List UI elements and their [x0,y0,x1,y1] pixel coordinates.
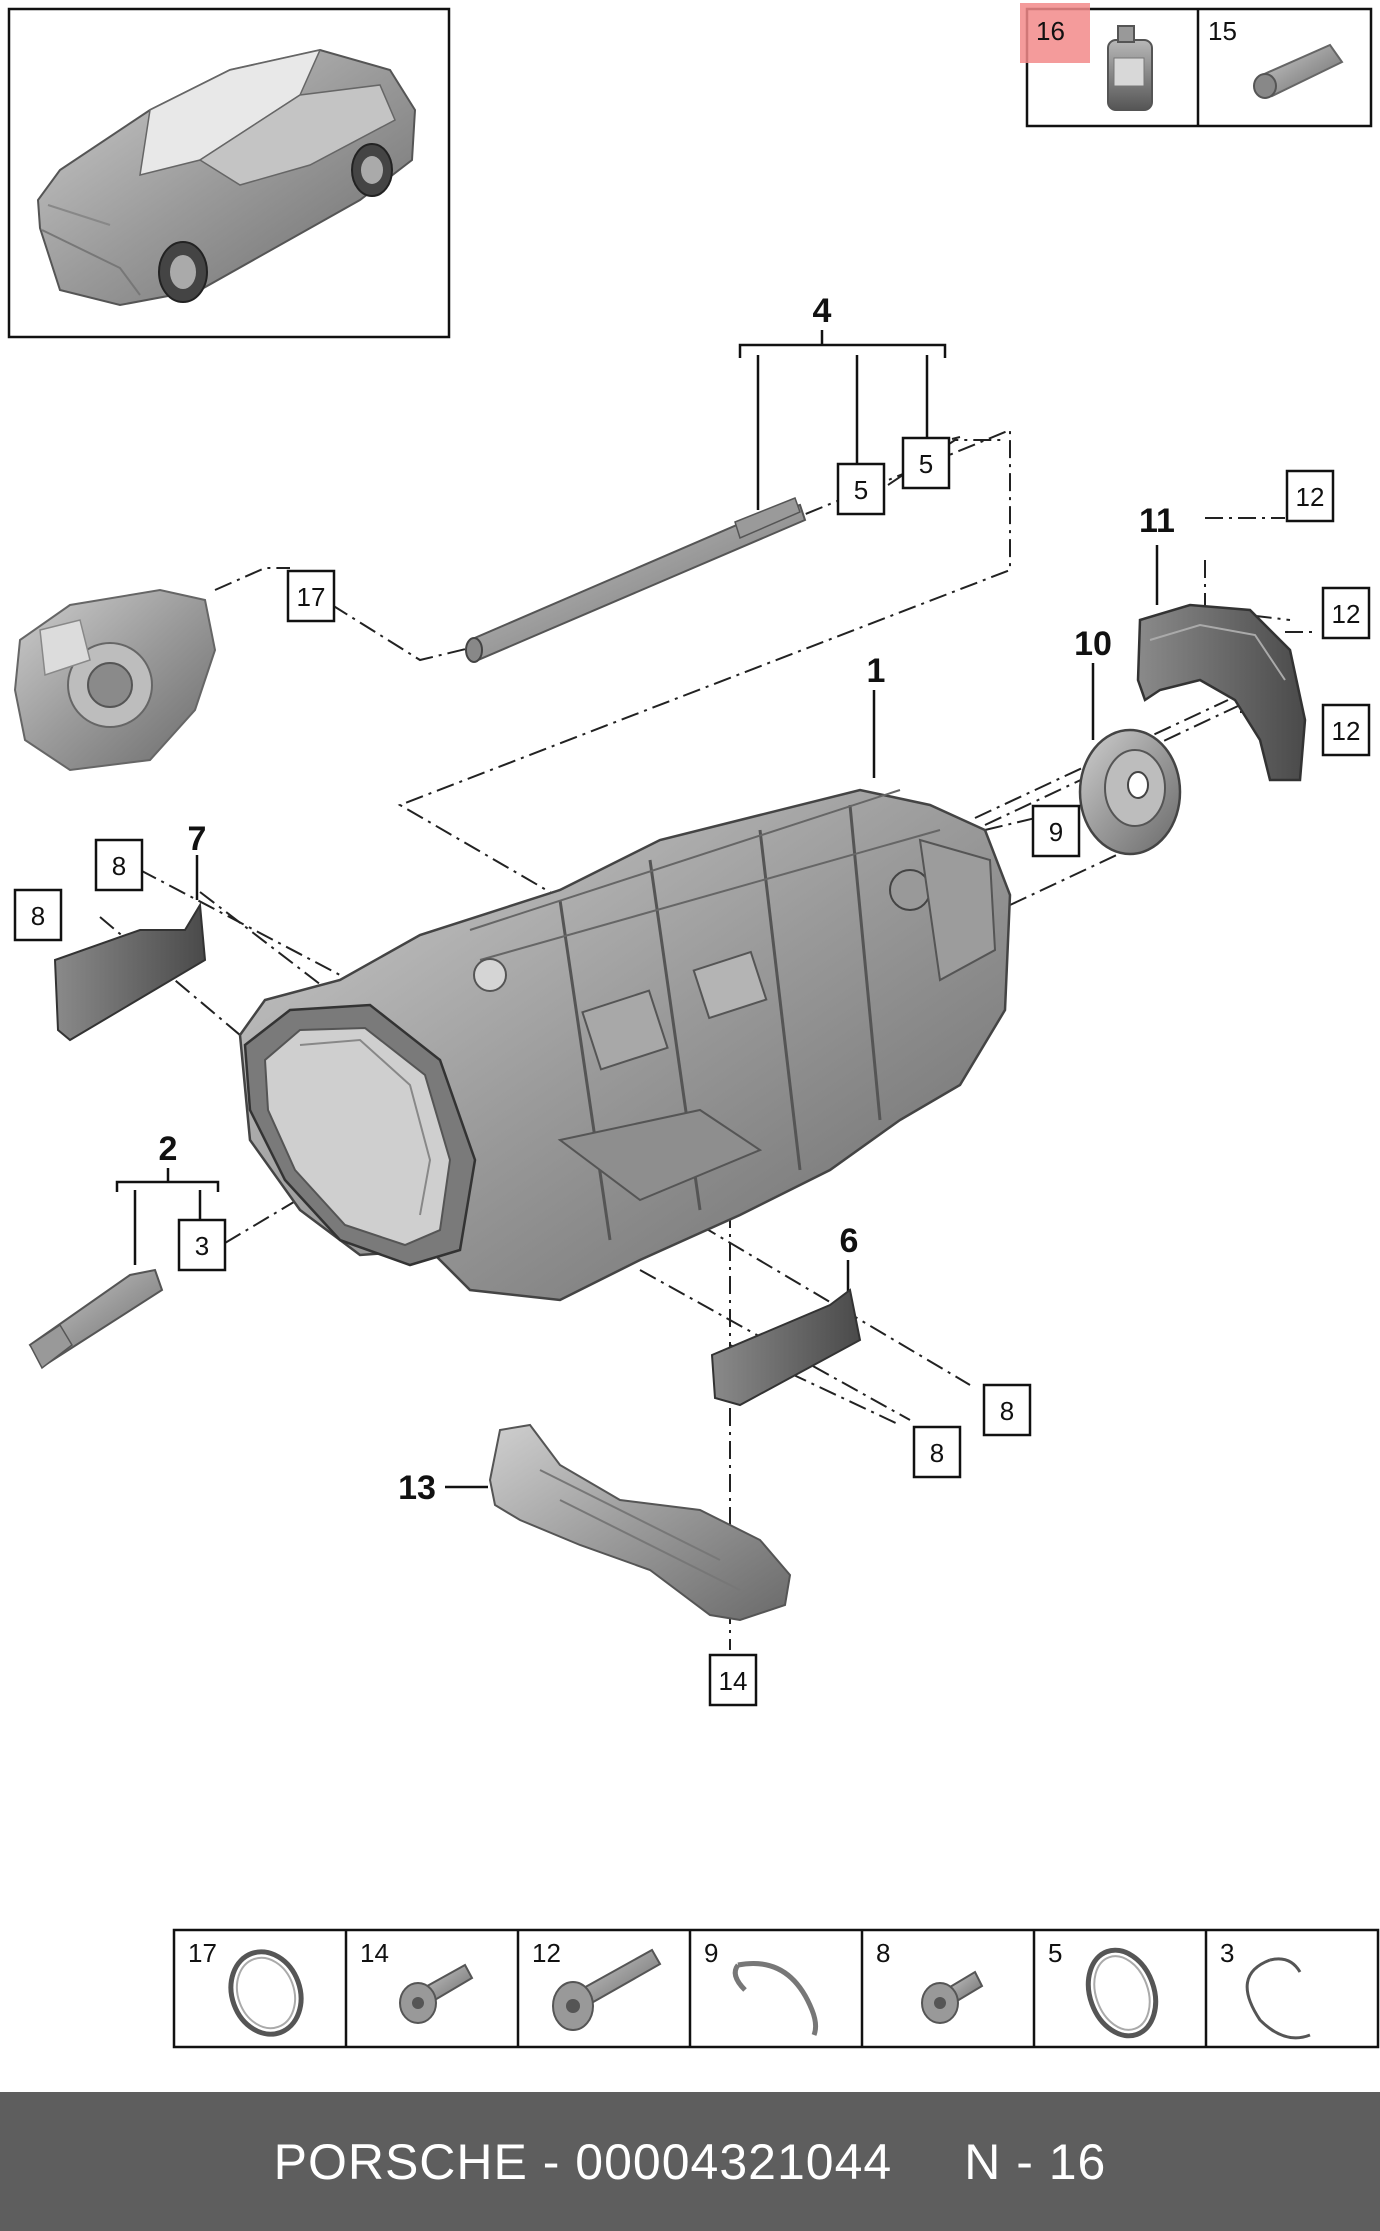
short-bolt-icon [921,1970,984,2024]
callout-boxes [13,436,1371,1707]
callout-14: 14 [719,1666,748,1696]
o-ring-icon [228,1949,304,2037]
callout-2: 2 [159,1130,178,1168]
legend-3-number: 3 [1220,1938,1234,1968]
footer-brand-part-number: PORSCHE - 00004321044 [273,2133,893,2190]
transfer-case-unit [13,588,217,772]
legend-5-number: 5 [1048,1938,1062,1968]
callout-11: 11 [1139,502,1175,540]
parts-legend: 17 14 12 9 8 5 3 [172,1928,1380,2049]
cover-plate-7 [53,901,207,1042]
snap-ring-icon [1245,1957,1311,2040]
callout-4: 4 [813,292,832,330]
callout-3: 3 [195,1231,209,1261]
legend-8-number: 8 [876,1938,890,1968]
part-16-highlight [1020,3,1090,63]
part-16-number: 16 [1036,16,1065,46]
drive-shaft-2 [28,1268,164,1370]
legend-9-number: 9 [704,1938,718,1968]
transmission-housing [238,788,1012,1302]
car-icon [36,48,417,307]
callout-8-left-lower: 8 [31,901,45,931]
exploded-parts-diagram: 16 15 [7,3,1380,2049]
callout-8-right-upper: 8 [1000,1396,1014,1426]
footer-page-number: N - 16 [964,2133,1107,2190]
callout-5-upper: 5 [919,449,933,479]
callout-17: 17 [297,582,326,612]
callout-6: 6 [840,1222,859,1260]
circlip-icon [732,1961,819,2036]
cover-plate-6 [710,1288,862,1407]
legend-12-number: 12 [532,1938,561,1968]
vehicle-thumbnail [7,7,451,339]
callout-9: 9 [1049,817,1063,847]
output-flange [1078,728,1182,856]
o-ring-icon [1085,1947,1159,2039]
grease-tube-icon [1253,43,1344,99]
part-15-number: 15 [1208,16,1237,46]
callout-1: 1 [867,652,886,690]
footer-bar: PORSCHE - 00004321044 N - 16 [0,2092,1380,2231]
legend-14-number: 14 [360,1938,389,1968]
callout-12-middle: 12 [1332,599,1361,629]
heat-shield [1136,603,1307,782]
callout-12-bottom: 12 [1332,716,1361,746]
callout-labels: 5 5 17 12 12 12 9 8 8 3 8 8 14 4 1 11 10… [31,292,1361,1696]
callout-5-lower: 5 [854,475,868,505]
callout-8-left-upper: 8 [112,851,126,881]
callout-12-top: 12 [1296,482,1325,512]
callout-10: 10 [1074,625,1112,663]
bracket-lines [115,330,1159,1489]
callout-13: 13 [398,1469,436,1507]
top-parts-strip: 16 15 [1020,3,1373,128]
oil-bottle-icon [1107,25,1153,111]
mounting-bracket-13 [488,1423,792,1622]
legend-17-number: 17 [188,1938,217,1968]
input-shaft [465,497,807,663]
torx-bolt-icon [399,1963,474,2024]
callout-8-right-lower: 8 [930,1438,944,1468]
long-bolt-icon [552,1948,662,2031]
callout-7: 7 [188,820,207,858]
